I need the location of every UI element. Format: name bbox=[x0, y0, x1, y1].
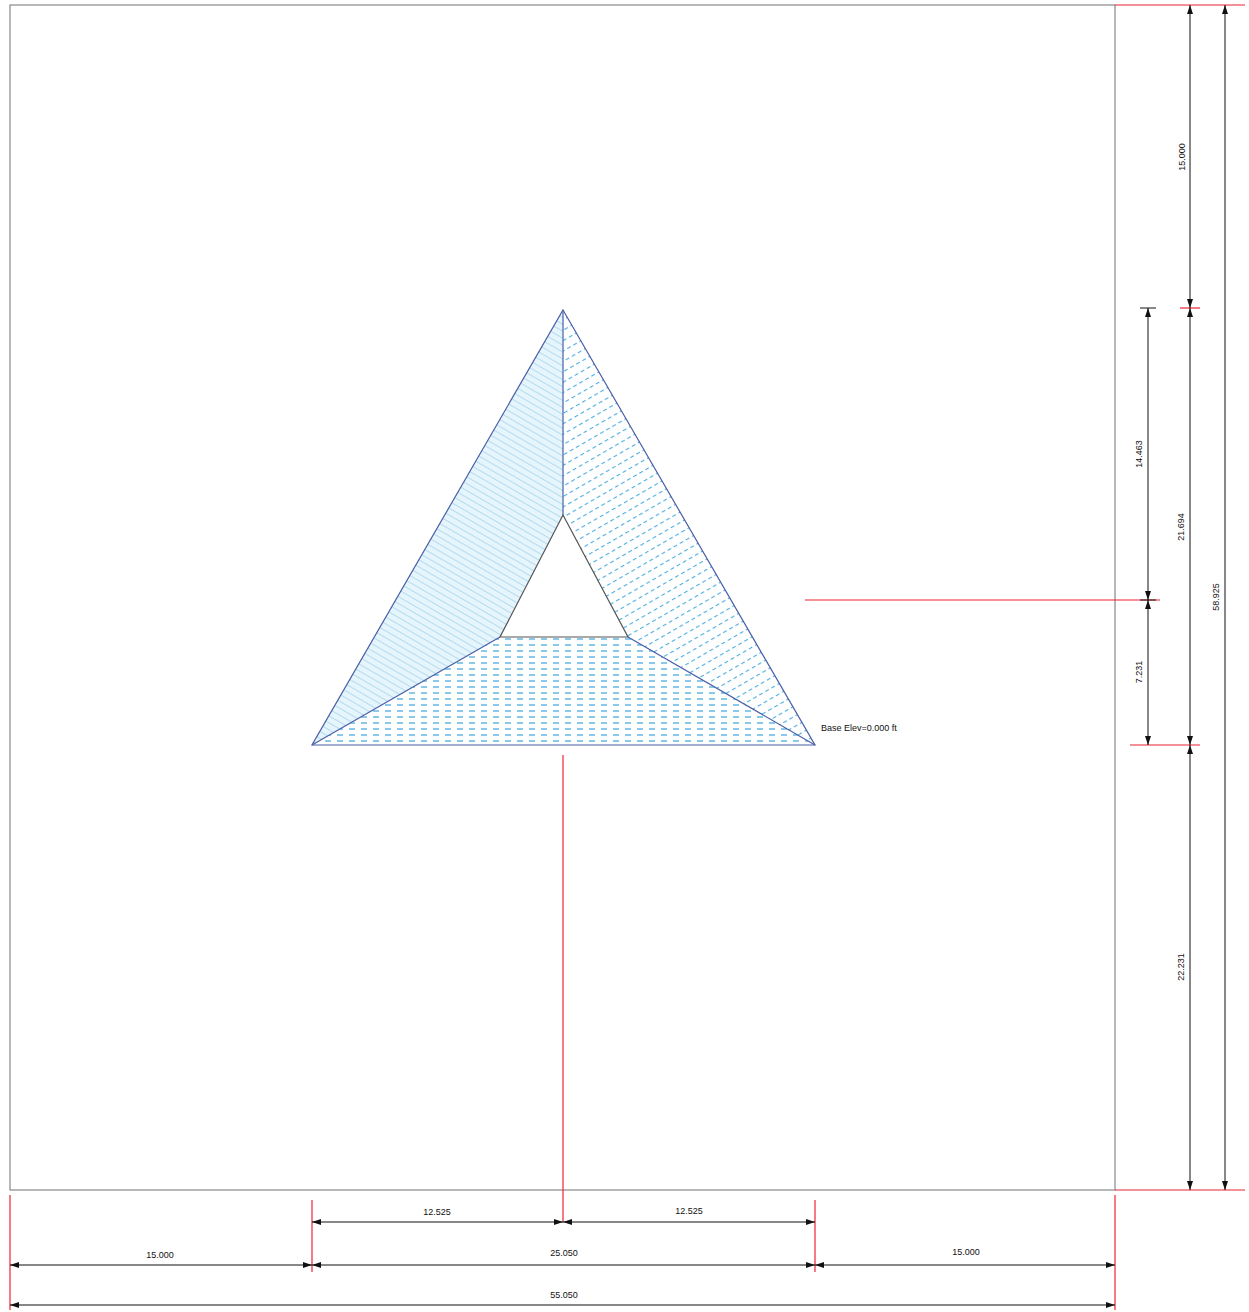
dimension-value: 25.050 bbox=[549, 1248, 579, 1259]
south-face-hatch bbox=[312, 637, 815, 745]
dimension-arrows bbox=[10, 5, 1228, 1308]
dimension-value: 14.463 bbox=[1134, 439, 1145, 469]
dimension-value: 21.694 bbox=[1176, 512, 1187, 542]
reference-lines bbox=[10, 5, 1245, 1310]
dimension-value: 22.231 bbox=[1176, 952, 1187, 982]
dimension-value: 12.525 bbox=[422, 1207, 452, 1218]
dimension-value: 12.525 bbox=[674, 1206, 704, 1217]
dimension-value: 15.000 bbox=[951, 1247, 981, 1258]
pyramid-edges bbox=[312, 310, 815, 745]
dimension-lines bbox=[10, 5, 1225, 1305]
dimension-value: 15.000 bbox=[145, 1250, 175, 1261]
dimension-value: 55.050 bbox=[549, 1290, 579, 1301]
elevation-note: Base Elev=0.000 ft bbox=[820, 723, 898, 734]
dimension-value: 58.925 bbox=[1211, 582, 1222, 612]
dimension-value: 15.000 bbox=[1177, 142, 1188, 172]
dimension-value: 7.231 bbox=[1134, 660, 1145, 685]
